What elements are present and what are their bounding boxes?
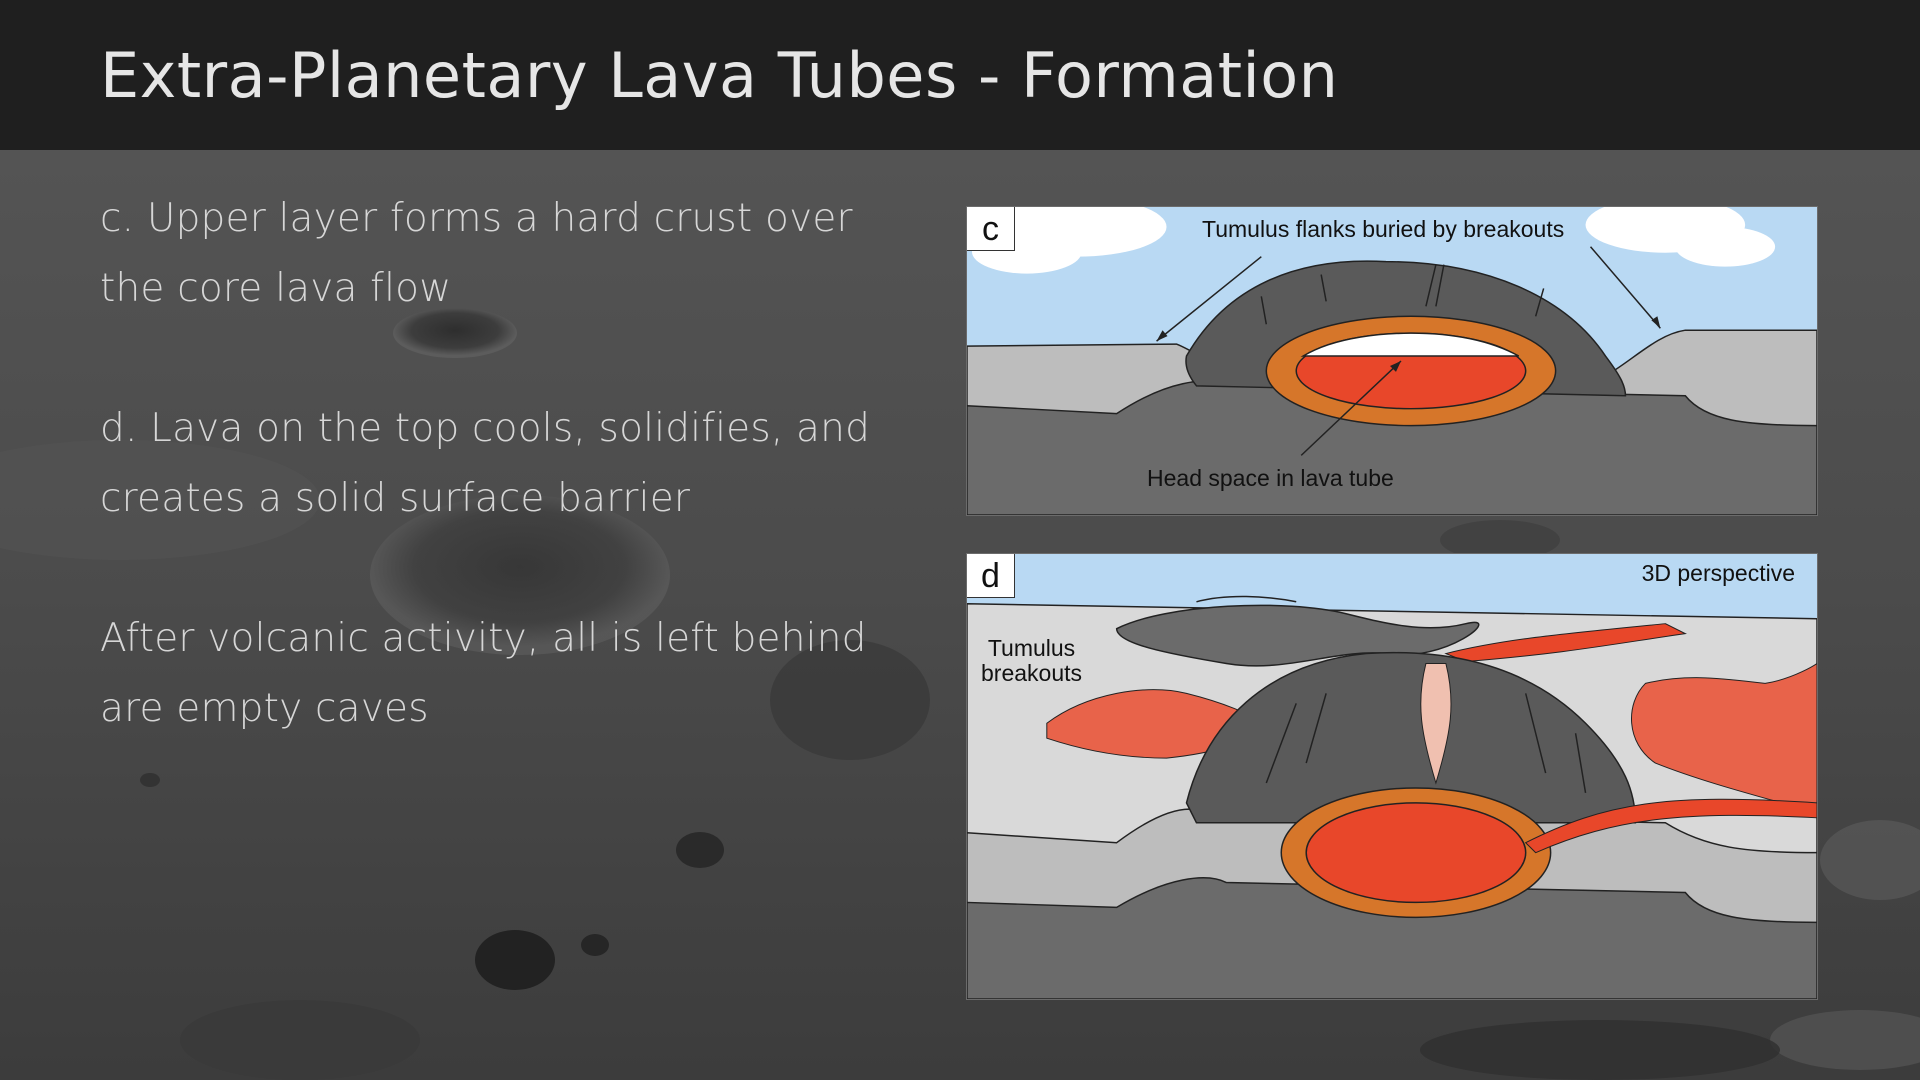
crater [1770,1010,1920,1070]
bullet-list: c. Upper layer forms a hard crust over t… [100,184,900,814]
pointer-arrow-head [1156,330,1168,342]
crack [1265,693,1587,794]
crater [140,773,160,787]
tumulus-dome [1185,651,1637,824]
crater [370,495,670,655]
slide-header: Extra-Planetary Lava Tubes - Formation [0,0,1920,150]
head-space-label: Head space in lava tube [1147,465,1394,491]
crack-opening [1420,663,1452,785]
crater [0,440,320,560]
crater [1440,520,1560,560]
panel-letter-d: d [967,554,1015,598]
tumulus-breakouts-label: Tumulus breakouts [981,635,1083,686]
cross-section-diagram [967,207,1817,515]
lava-breakout [1444,623,1687,663]
crater [1820,820,1920,900]
tumulus-flanks-label: Tumulus flanks buried by breakouts [1202,216,1565,242]
head-space [1300,332,1520,357]
lava-channel [1524,798,1817,854]
slide-title: Extra-Planetary Lava Tubes - Formation [100,39,1339,112]
diagram-panel-d: d 3D perspective Tumulus breakouts [966,553,1818,1000]
distant-ridge [1115,604,1480,667]
bedrock-layer [967,877,1817,999]
panel-letter-c: c [967,207,1015,251]
cloud [1675,226,1776,267]
lava-core [1305,802,1527,904]
diagram-panel-c: c Tumulus flanks buried by breakouts Hea… [966,206,1818,516]
perspective-diagram [967,554,1817,999]
crater [393,308,517,358]
crater [475,930,555,990]
bullet-item: c. Upper layer forms a hard crust over t… [100,196,853,311]
bullet-item: After volcanic activity, all is left beh… [100,616,867,731]
pointer-arrow-head [1390,361,1401,372]
crack [1260,274,1545,325]
crater [581,934,609,956]
pointer-arrow [1156,256,1262,342]
bedrock-layer [967,380,1817,515]
crater [770,640,930,760]
crater [1420,1020,1780,1080]
bullet-item: d. Lava on the top cools, solidifies, an… [100,406,871,521]
crater [676,832,724,868]
crack [1425,264,1445,307]
pointer-arrow [1300,360,1402,456]
distant-ridge-line [1196,595,1297,603]
perspective-label: 3D perspective [1641,560,1795,586]
pointer-arrow-head [1651,316,1661,329]
crater [180,1000,420,1080]
